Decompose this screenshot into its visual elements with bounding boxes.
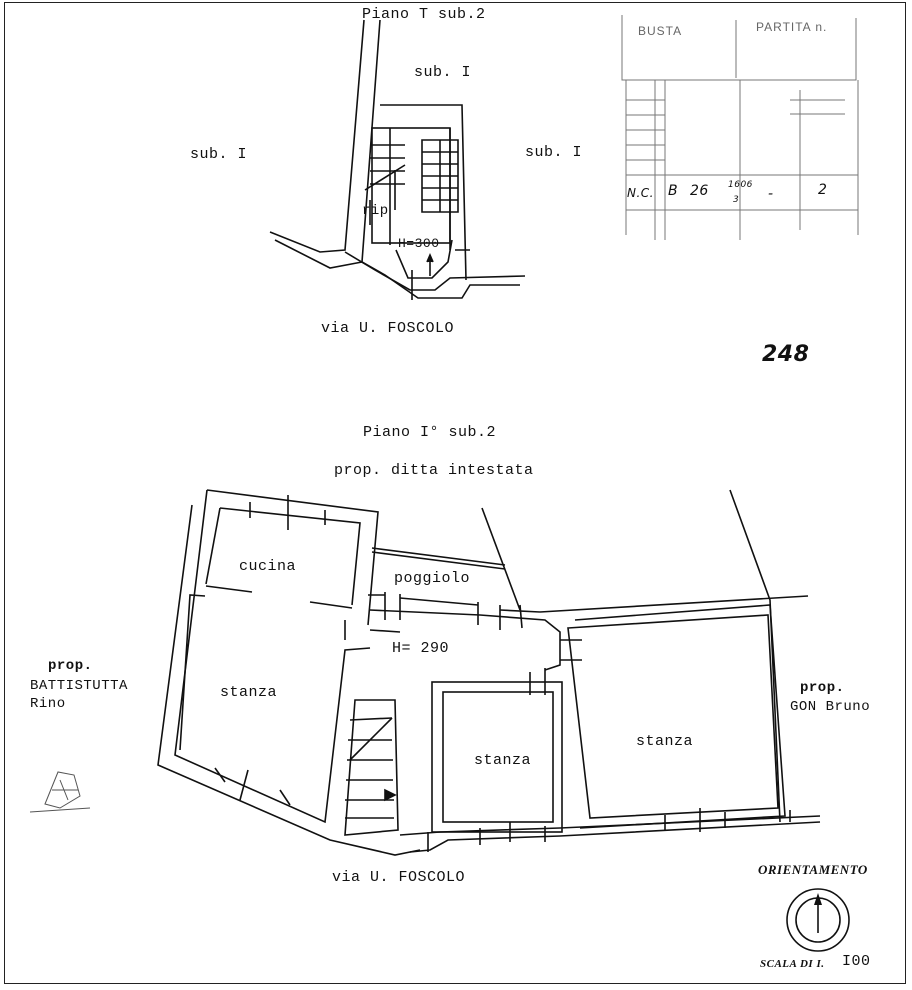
stamp-nc: N.C. [627, 186, 654, 200]
owner-top-label: prop. ditta intestata [334, 462, 534, 479]
room-poggiolo-label: poggiolo [394, 570, 471, 587]
ground-height-label: H=300 [398, 236, 440, 251]
stamp-b: B [668, 183, 679, 199]
partita-label: PARTITA n. [756, 20, 828, 34]
orientation-label: ORIENTAMENTO [758, 862, 868, 877]
location-sketch [29, 771, 91, 813]
stamp-frac-top: 1606 [728, 180, 753, 190]
stamp-lines [621, 15, 859, 240]
page-number: 248 [762, 342, 810, 367]
first-floor-plan [157, 489, 821, 856]
stamp-num: 26 [690, 183, 709, 199]
room-stanza-right-label: stanza [636, 733, 694, 750]
ground-floor-plan [269, 19, 526, 300]
first-street-label: via U. FOSCOLO [332, 869, 466, 886]
neighbor-right-prop: prop. [800, 680, 845, 696]
stamp-frac-bottom: 3 [733, 195, 740, 205]
ground-rip-label: rip [362, 203, 389, 219]
ground-street-label: via U. FOSCOLO [321, 320, 455, 337]
first-height-label: H= 290 [392, 640, 450, 657]
stamp-sub: 2 [818, 182, 828, 198]
ground-sub-top-label: sub. I [414, 64, 472, 81]
first-floor-title: Piano I° sub.2 [363, 424, 497, 441]
drawing-frame [4, 2, 906, 984]
scale-label: SCALA DI I. [760, 958, 825, 970]
cadastral-stamp: BUSTA PARTITA n. [618, 14, 862, 304]
busta-label: BUSTA [638, 24, 683, 38]
neighbor-left-prop: prop. [48, 658, 93, 674]
room-stanza-left-label: stanza [220, 684, 278, 701]
neighbor-left-firstname: Rino [30, 696, 66, 712]
ground-floor-title: Piano T sub.2 [362, 6, 486, 23]
room-stanza-center-label: stanza [474, 752, 532, 769]
ground-sub-left-label: sub. I [190, 146, 248, 163]
neighbor-right-name: GON Bruno [790, 699, 871, 715]
scale-value: I00 [842, 953, 871, 970]
neighbor-left-name: BATTISTUTTA [30, 678, 128, 694]
ground-sub-right-label: sub. I [525, 144, 583, 161]
room-cucina-label: cucina [239, 558, 297, 575]
stamp-dash: - [768, 186, 774, 202]
